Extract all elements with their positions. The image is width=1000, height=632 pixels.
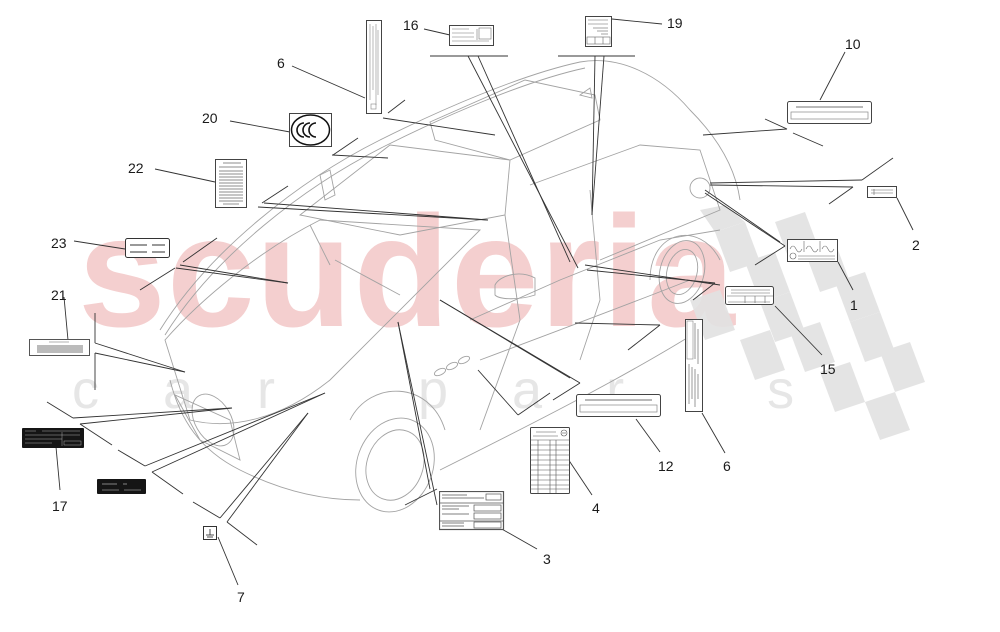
ground-symbol-label-part[interactable] bbox=[203, 526, 218, 541]
callout-7[interactable]: 7 bbox=[237, 589, 245, 605]
fuel-label-part[interactable] bbox=[867, 186, 898, 199]
hood-warning-label-part[interactable] bbox=[29, 339, 91, 357]
callout-19[interactable]: 19 bbox=[667, 15, 683, 31]
emission-label-part[interactable] bbox=[725, 286, 775, 306]
callout-2[interactable]: 2 bbox=[912, 237, 920, 253]
sun-visor-label-part[interactable] bbox=[449, 25, 495, 47]
callout-22[interactable]: 22 bbox=[128, 160, 144, 176]
watermark-scuderia: scuderia bbox=[78, 184, 736, 360]
black-badge-label-part[interactable] bbox=[97, 479, 147, 495]
callout-3[interactable]: 3 bbox=[543, 551, 551, 567]
tyre-info-label-part[interactable] bbox=[787, 239, 839, 263]
callout-6-door[interactable]: 6 bbox=[723, 458, 731, 474]
vertical-label-part-door[interactable] bbox=[685, 319, 704, 415]
tyre-pressure-table-part[interactable] bbox=[530, 427, 571, 495]
vehicle-data-plate-part[interactable] bbox=[439, 491, 505, 531]
callout-4[interactable]: 4 bbox=[592, 500, 600, 516]
callout-16[interactable]: 16 bbox=[403, 17, 419, 33]
callout-12[interactable]: 12 bbox=[658, 458, 674, 474]
instruction-label-part[interactable] bbox=[215, 159, 248, 209]
callout-6-top[interactable]: 6 bbox=[277, 55, 285, 71]
callout-20[interactable]: 20 bbox=[202, 110, 218, 126]
engine-compartment-label-part[interactable] bbox=[22, 428, 85, 449]
callout-15[interactable]: 15 bbox=[820, 361, 836, 377]
callout-21[interactable]: 21 bbox=[51, 287, 67, 303]
vertical-label-part-top[interactable] bbox=[366, 20, 383, 116]
tailgate-label-part[interactable] bbox=[787, 101, 873, 126]
sill-label-part[interactable] bbox=[576, 394, 662, 419]
callout-23[interactable]: 23 bbox=[51, 235, 67, 251]
callout-10[interactable]: 10 bbox=[845, 36, 861, 52]
airbag-warning-label-part[interactable] bbox=[585, 16, 613, 48]
callout-17[interactable]: 17 bbox=[52, 498, 68, 514]
ccc-certification-label-part[interactable] bbox=[289, 113, 333, 148]
radiator-label-part[interactable] bbox=[125, 238, 171, 259]
callout-1[interactable]: 1 bbox=[850, 297, 858, 313]
